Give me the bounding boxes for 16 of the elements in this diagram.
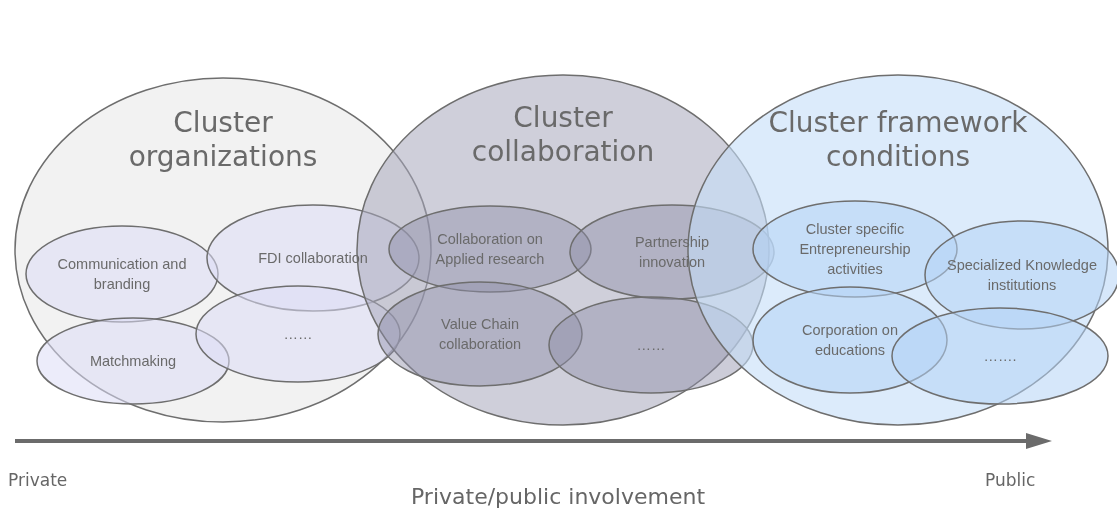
activity-label: Collaboration on Applied research: [434, 230, 546, 269]
axis-end-label: Private: [8, 470, 68, 490]
axis-end-label: Public: [985, 470, 1036, 490]
activity-label: Specialized Knowledge institutions: [946, 256, 1098, 295]
activity-label: Value Chain collaboration: [437, 315, 523, 354]
group-heading: Cluster organizations: [127, 106, 319, 174]
activity-label: ……: [282, 325, 314, 344]
group-heading: Cluster framework conditions: [767, 106, 1029, 174]
activity-label: …….: [982, 347, 1018, 366]
activity-label: Corporation on educations: [801, 321, 899, 360]
axis-title: Private/public involvement: [411, 484, 705, 509]
activity-label: Cluster specific Entrepreneurship activities: [798, 220, 912, 279]
group-heading: Cluster collaboration: [470, 101, 656, 169]
activity-label: ……: [635, 336, 667, 355]
activity-label: Communication and branding: [56, 255, 188, 294]
activity-label: Matchmaking: [88, 352, 178, 371]
